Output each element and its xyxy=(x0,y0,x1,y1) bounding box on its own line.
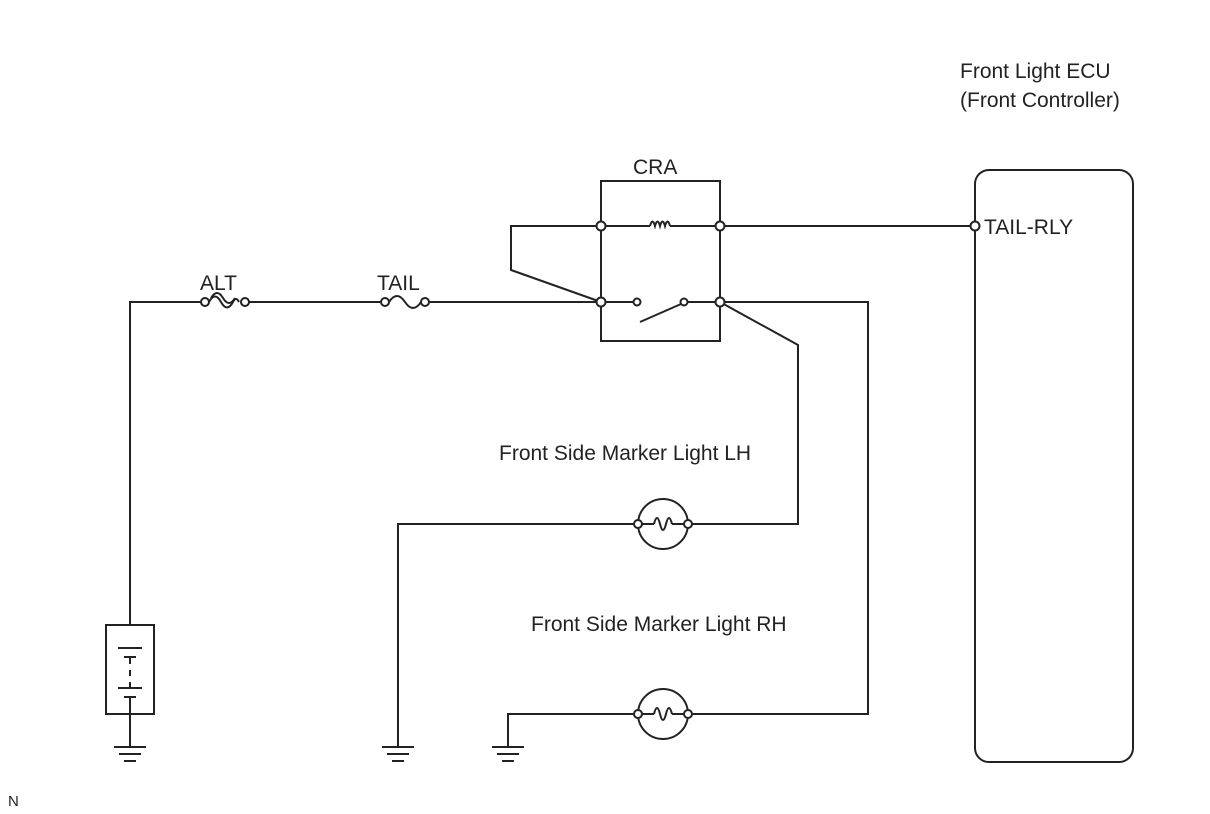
corner-note: N xyxy=(8,793,19,810)
cra-relay: CRA xyxy=(600,156,721,342)
relay-switch-icon xyxy=(639,303,682,323)
ecu-title-line2: (Front Controller) xyxy=(960,89,1120,112)
light-rh-label: Front Side Marker Light RH xyxy=(531,613,787,636)
ground-icon xyxy=(382,746,414,762)
ecu-terminal-tail-rly: TAIL-RLY xyxy=(984,216,1073,239)
bulb-lh-icon xyxy=(641,517,685,531)
ground-icon xyxy=(114,746,146,762)
ground-icon xyxy=(492,746,524,762)
relay-coil-icon xyxy=(649,220,671,230)
battery-feed-wire xyxy=(129,301,601,625)
coil-jumper-wire xyxy=(510,225,602,303)
tail-fuse-label: TAIL xyxy=(377,272,420,295)
battery-icon xyxy=(105,624,155,746)
rh-feed-wire xyxy=(688,301,869,715)
front-side-marker-light-rh: Front Side Marker Light RH xyxy=(507,613,787,746)
relay-label: CRA xyxy=(633,156,677,179)
alt-fuse-icon: ALT xyxy=(200,272,250,309)
alt-fuse-label: ALT xyxy=(200,272,237,295)
front-side-marker-light-lh: Front Side Marker Light LH xyxy=(397,442,751,746)
light-lh-label: Front Side Marker Light LH xyxy=(499,442,751,465)
front-light-ecu: Front Light ECU (Front Controller) TAIL-… xyxy=(960,60,1134,763)
tail-fuse-icon: TAIL xyxy=(377,272,430,309)
ecu-title-line1: Front Light ECU xyxy=(960,60,1111,83)
lh-feed-wire xyxy=(688,301,799,525)
bulb-rh-icon xyxy=(641,707,685,721)
